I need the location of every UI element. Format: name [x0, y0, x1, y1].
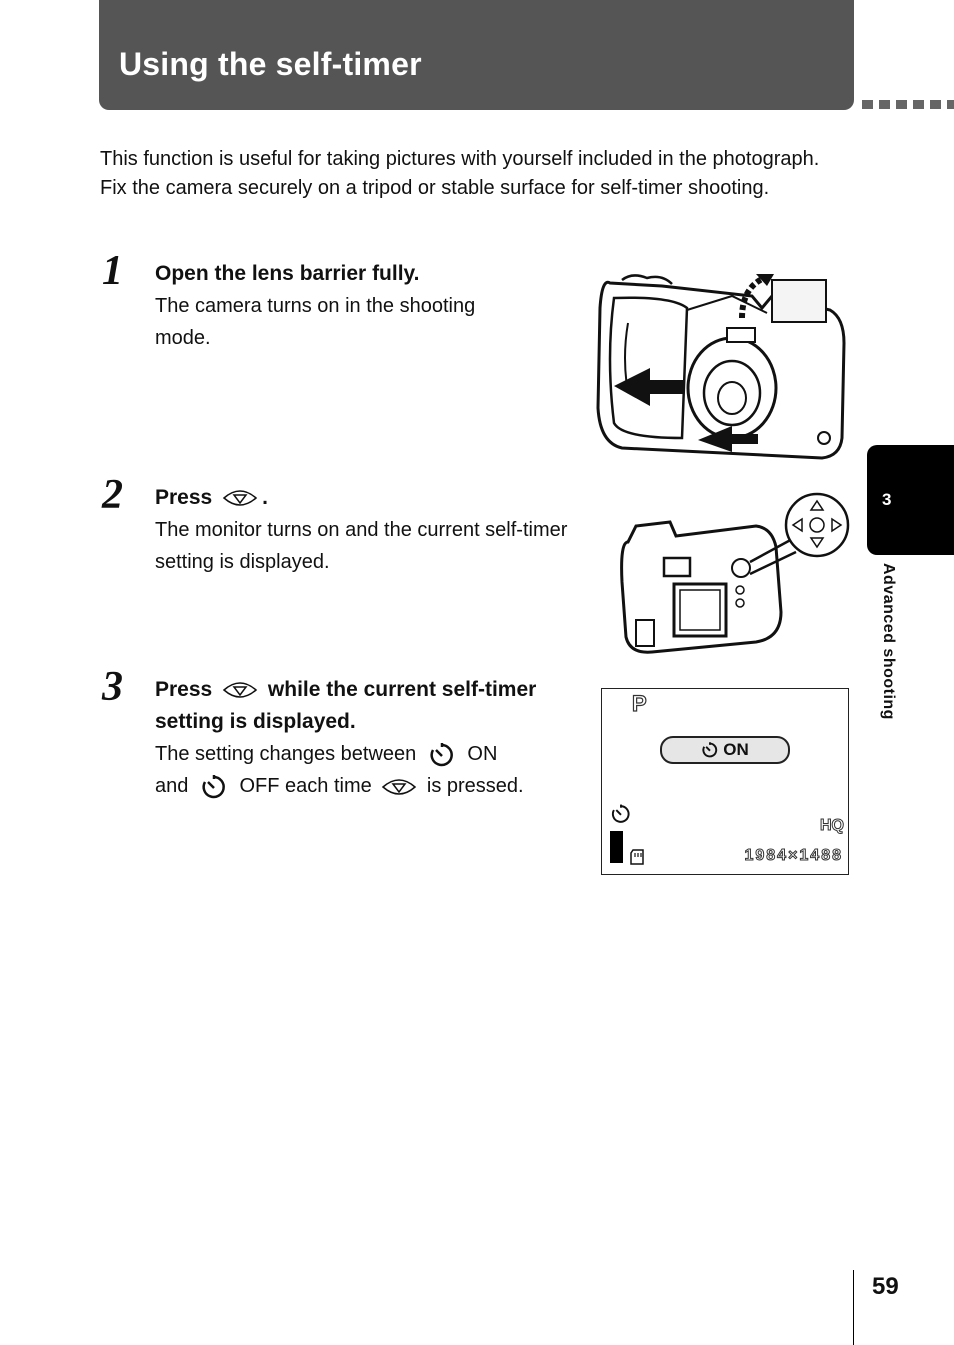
- page-title: Using the self-timer: [119, 46, 422, 82]
- self-timer-icon: [430, 742, 453, 766]
- step-2-number: 2: [102, 472, 123, 518]
- step-3-heading-prefix: Press: [155, 678, 213, 701]
- step-2-heading-suffix: .: [262, 486, 268, 509]
- arrow-pad-down-icon: [222, 682, 258, 699]
- self-timer-icon: [702, 742, 718, 758]
- lcd-battery-bar: [610, 831, 623, 863]
- arrow-pad-down-icon: [382, 778, 417, 795]
- page-rule: [853, 1270, 854, 1345]
- step-3-body-d: OFF each time: [239, 775, 372, 797]
- step-3-body-c: and: [155, 775, 189, 797]
- step-3-body-e: is pressed.: [426, 775, 524, 797]
- arrow-pad-down-icon: [222, 490, 258, 507]
- step-3-body-a: The setting changes between: [155, 743, 417, 765]
- lcd-timer-status-text: ON: [723, 740, 749, 759]
- chapter-label: Advanced shooting: [880, 563, 897, 720]
- step-2-heading-prefix: Press: [155, 486, 213, 509]
- lcd-resolution: 1984×1488: [744, 847, 843, 865]
- lcd-quality: HQ: [820, 817, 845, 835]
- self-timer-icon: [611, 804, 630, 823]
- intro-paragraph: This function is useful for taking pictu…: [100, 148, 820, 199]
- lcd-timer-status: ON: [660, 736, 790, 764]
- memory-card-icon: [630, 849, 644, 865]
- chapter-tab: 3: [867, 445, 954, 555]
- step-3-body: The setting changes between ON and OFF e…: [155, 738, 585, 802]
- step-2-heading: Press .: [155, 482, 268, 514]
- camera-front-illustration: [596, 274, 846, 460]
- self-timer-icon: [202, 774, 225, 798]
- header-dots: [862, 100, 954, 109]
- lcd-mode: P: [631, 690, 647, 716]
- step-3-heading: Press while the current self-timer setti…: [155, 674, 575, 738]
- camera-back-illustration: [620, 492, 850, 654]
- page-number: 59: [872, 1273, 899, 1300]
- step-3-number: 3: [102, 664, 123, 710]
- step-1-heading: Open the lens barrier fully.: [155, 262, 420, 285]
- chapter-number: 3: [882, 490, 892, 509]
- title-bar: Using the self-timer: [99, 0, 854, 110]
- step-1-body: The camera turns on in the shooting mode…: [155, 295, 476, 349]
- step-3-heading-suffix: while the current self-timer setting is …: [155, 678, 537, 733]
- step-3-body-b: ON: [467, 743, 498, 765]
- step-1-number: 1: [102, 248, 123, 294]
- lcd-monitor: P ON HQ 1984×1488: [601, 688, 849, 875]
- step-2-body: The monitor turns on and the current sel…: [155, 519, 568, 573]
